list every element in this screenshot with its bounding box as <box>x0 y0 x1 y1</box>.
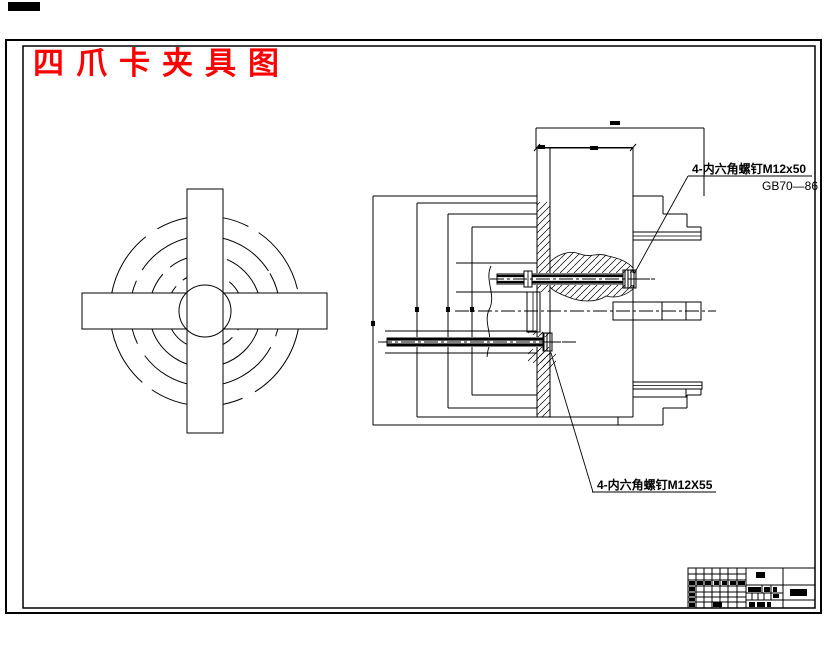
leader-line-lower <box>550 352 594 493</box>
chuck-section-view <box>371 121 716 426</box>
hatch-patch <box>528 349 543 363</box>
center-lines <box>378 278 716 343</box>
drawing-title: 四爪卡夹具图 <box>33 46 291 81</box>
drawing-frame <box>5 39 822 614</box>
annotation-screw-upper: 4-内六角螺钉M12x50 GB70—86 <box>633 161 818 275</box>
section-hatch-upper <box>537 202 550 292</box>
annotation-text-lower: 4-内六角螺钉M12X55 <box>597 477 713 492</box>
jaw-bar-bottom <box>632 381 703 398</box>
chuck-jaw-vertical <box>186 188 224 434</box>
annotation-text-upper: 4-内六角螺钉M12x50 <box>692 161 806 176</box>
dimension-text-marks <box>538 121 620 150</box>
title-block <box>687 567 816 609</box>
centerline-ticks <box>371 307 474 326</box>
annotation-text-standard: GB70—86 <box>762 179 818 193</box>
title-block-microtext <box>689 572 807 607</box>
center-bore-section <box>526 291 541 333</box>
dimension-lines <box>533 121 705 196</box>
annotation-screw-lower: 4-内六角螺钉M12X55 <box>550 352 716 493</box>
window-artifact-bar <box>8 2 40 11</box>
chuck-front-view <box>81 188 328 434</box>
jaw-bar-top <box>632 231 702 241</box>
leader-line-upper <box>633 175 689 275</box>
chuck-center-bore <box>178 284 232 338</box>
